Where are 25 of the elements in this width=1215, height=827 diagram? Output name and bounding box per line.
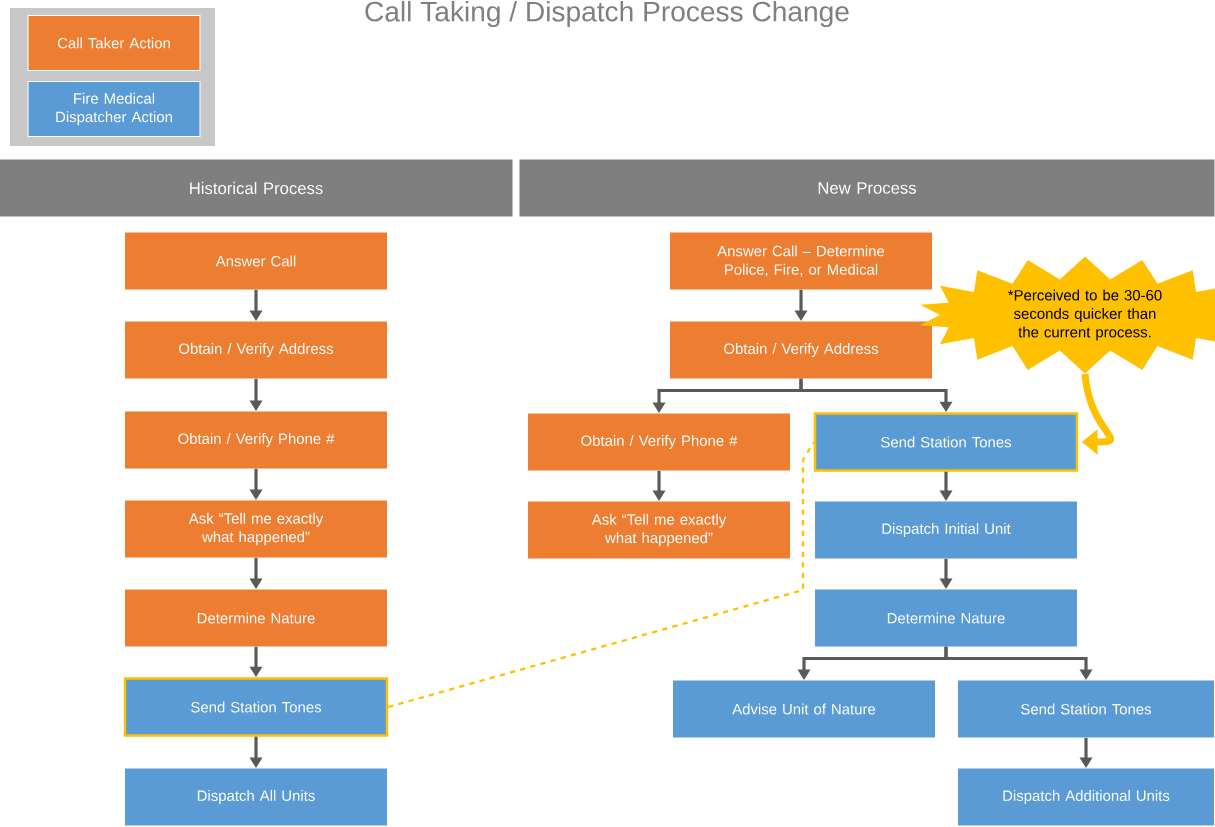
section-header-band: Historical Process (0, 159, 513, 217)
process-box: Answer Call – Determine Police, Fire, or Medical (670, 232, 932, 290)
process-box: Determine Nature (815, 589, 1077, 647)
process-box: Advise Unit of Nature (673, 680, 935, 738)
title: Call Taking / Dispatch Process Change (365, 0, 849, 28)
process-box: Obtain / Verify Address (670, 321, 932, 379)
dotted-connector (387, 441, 815, 709)
section-header-band: New Process (519, 159, 1215, 217)
process-box: Dispatch Additional Units (958, 768, 1214, 826)
process-box: Dispatch All Units (125, 768, 387, 826)
process-box: Dispatch Initial Unit (815, 501, 1077, 559)
starburst-callout: *Perceived to be 30-60 seconds quicker than the current process. (920, 256, 1215, 374)
process-box: Send Station Tones (813, 412, 1079, 472)
process-box: Ask “Tell me exactly what happened” (125, 500, 387, 558)
arrow (1081, 373, 1114, 455)
process-box: Send Station Tones (123, 677, 389, 737)
process-box: Ask “Tell me exactly what happened” (528, 501, 790, 559)
process-box: Answer Call (125, 232, 387, 290)
process-box: Obtain / Verify Phone # (125, 411, 387, 469)
process-box: Determine Nature (125, 589, 387, 647)
process-box: Obtain / Verify Phone # (528, 413, 790, 471)
legend-key: Fire Medical Dispatcher Action (27, 80, 201, 138)
process-box: Obtain / Verify Address (125, 321, 387, 379)
process-box: Send Station Tones (958, 680, 1214, 738)
legend-key: Call Taker Action (27, 14, 201, 72)
